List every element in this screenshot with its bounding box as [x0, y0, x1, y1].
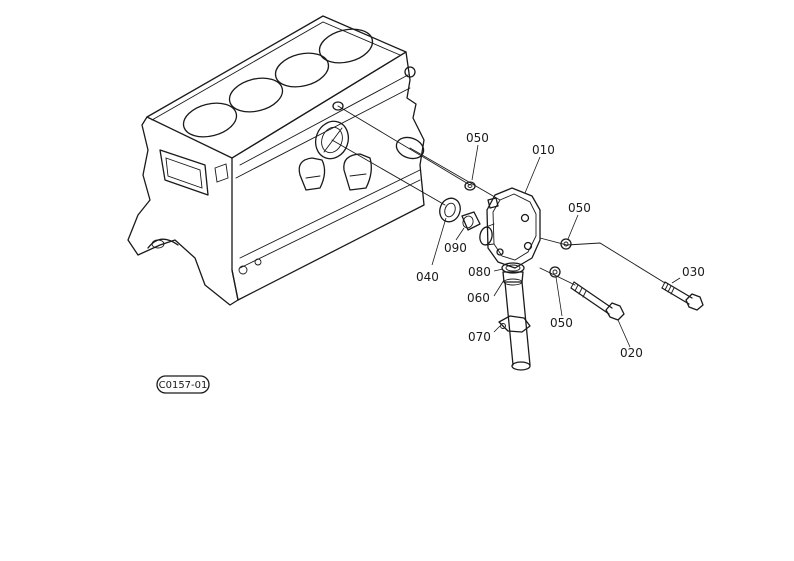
part-label-060: 060 — [467, 291, 490, 305]
part-label-070: 070 — [468, 330, 491, 344]
bolt-030 — [661, 281, 704, 311]
washer-050-right — [560, 238, 572, 250]
part-label-030: 030 — [682, 265, 705, 279]
washer-050-upper — [464, 181, 476, 191]
diagram-code-text: C0157-01 — [159, 380, 208, 391]
engine-block — [127, 15, 425, 306]
diagram-code-badge: C0157-01 — [156, 375, 210, 394]
collar-060 — [502, 271, 524, 286]
pipe-070 — [498, 281, 531, 371]
pump-housing-010 — [479, 187, 541, 269]
part-label-050-lower: 050 — [550, 316, 573, 330]
leader-lines — [431, 144, 681, 348]
part-label-010: 010 — [532, 143, 555, 157]
part-label-040: 040 — [416, 270, 439, 284]
coupling-090 — [461, 211, 481, 231]
bolt-020 — [570, 281, 625, 321]
gasket-040 — [439, 197, 461, 223]
part-label-020: 020 — [620, 346, 643, 360]
part-label-050-right: 050 — [568, 201, 591, 215]
part-label-090: 090 — [444, 241, 467, 255]
part-label-080: 080 — [468, 265, 491, 279]
part-label-050-upper: 050 — [466, 131, 489, 145]
washer-050-lower — [549, 266, 561, 278]
center-lines — [331, 105, 666, 286]
o-ring-080 — [501, 262, 525, 274]
